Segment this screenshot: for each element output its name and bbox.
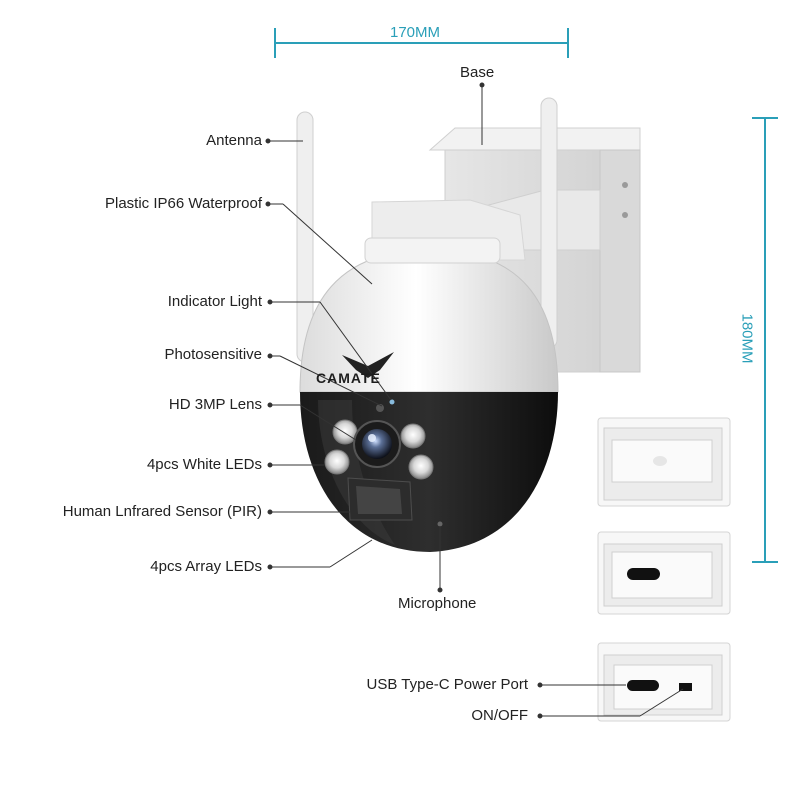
label-usb-port: USB Type-C Power Port (366, 676, 528, 693)
width-dimension (274, 28, 569, 58)
width-dimension-label: 170MM (390, 24, 441, 41)
detail-inset-top (597, 417, 731, 507)
label-indicator-light: Indicator Light (167, 293, 262, 310)
detail-inset-ports (597, 642, 731, 722)
indicator-light (389, 399, 395, 405)
white-leds (324, 419, 434, 480)
height-dimension-label: 180MM (738, 313, 756, 364)
pir-sensor (347, 477, 413, 521)
camera-top-housing (299, 237, 559, 393)
microphone-hole (437, 521, 443, 527)
label-antenna: Antenna (206, 132, 262, 149)
label-lens: HD 3MP Lens (168, 396, 262, 413)
camate-logo-mark (342, 352, 394, 378)
label-photosensitive: Photosensitive (164, 346, 262, 363)
callout-lines (265, 82, 684, 719)
power-switch (679, 683, 692, 691)
label-array-leds: 4pcs Array LEDs (150, 558, 262, 575)
detail-inset-middle (597, 531, 731, 615)
hd-lens (353, 420, 401, 468)
label-pir: Human Lnfrared Sensor (PIR) (62, 503, 262, 520)
brand-logo: CAMATE (316, 370, 381, 386)
label-waterproof: Plastic IP66 Waterproof (104, 195, 262, 212)
label-microphone: Microphone (398, 595, 477, 612)
label-base: Base (460, 64, 495, 81)
height-dimension (752, 117, 778, 563)
usb-c-port (627, 680, 659, 691)
label-white-leds: 4pcs White LEDs (146, 456, 262, 473)
label-onoff: ON/OFF (471, 707, 528, 724)
